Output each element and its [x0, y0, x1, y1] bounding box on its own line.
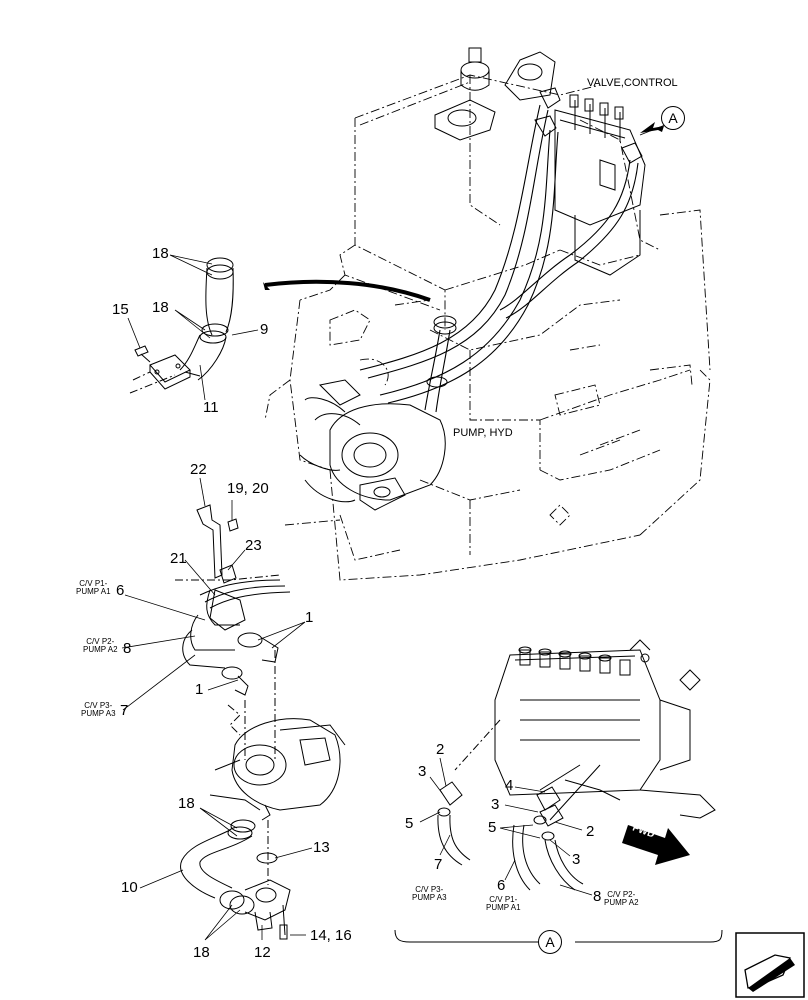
callout-8: 8 [593, 888, 602, 905]
suction-hose-assembly-top [129, 257, 234, 394]
tank-fittings [434, 47, 496, 141]
callout-14-16: 14, 16 [310, 927, 352, 944]
callout-21: 21 [170, 550, 187, 567]
next-page-arrow-icon[interactable] [735, 932, 805, 998]
callout-4: 4 [505, 777, 514, 794]
callout-1: 1 [195, 681, 204, 698]
leader-lines [121, 124, 666, 941]
caption-pump-hyd: PUMP, HYD [453, 427, 513, 439]
fwd-arrow-icon [622, 825, 690, 865]
machine-frame-phantom [264, 74, 711, 581]
port-label-p3: C/V P3- PUMP A3 [412, 885, 447, 903]
upper-elbow-fittings [534, 87, 643, 164]
control-valve-detail-a [454, 639, 716, 821]
callout-15: 15 [112, 301, 129, 318]
callout-5: 5 [405, 815, 414, 832]
callout-6: 6 [116, 582, 125, 599]
callout-6: 6 [497, 877, 506, 894]
callout-3: 3 [418, 763, 427, 780]
main-hoses [359, 104, 639, 413]
caption-valve-control: VALVE,CONTROL [587, 77, 678, 89]
callout-1: 1 [305, 609, 314, 626]
callout-3: 3 [572, 851, 581, 868]
callout-9: 9 [260, 321, 269, 338]
upper-clamps [426, 315, 457, 388]
hydraulic-pump-lower [209, 704, 346, 821]
callout-3: 3 [491, 796, 500, 813]
detail-a-hoses [437, 781, 584, 891]
view-marker-top: A [661, 106, 685, 130]
port-label-p2: C/V P2- PUMP A2 [604, 890, 639, 908]
callout-7: 7 [434, 856, 443, 873]
hydraulic-pump-upper [299, 379, 446, 511]
view-marker-bottom: A [538, 930, 562, 954]
callout-2: 2 [436, 741, 445, 758]
callout-5: 5 [488, 819, 497, 836]
callout-23: 23 [245, 537, 262, 554]
callout-7: 7 [120, 702, 129, 719]
callout-22: 22 [190, 461, 207, 478]
callout-2: 2 [586, 823, 595, 840]
callout-18: 18 [178, 795, 195, 812]
port-label-p1: C/V P1- PUMP A1 [486, 895, 521, 913]
callout-10: 10 [121, 879, 138, 896]
leader-swoosh [264, 279, 431, 302]
control-valve-upper [504, 51, 646, 276]
callout-12: 12 [254, 944, 271, 961]
callout-11: 11 [203, 399, 219, 416]
callout-18: 18 [193, 944, 210, 961]
view-a-bracket [394, 929, 723, 943]
port-label-p2: C/V P2- PUMP A2 [83, 637, 118, 655]
callout-18: 18 [152, 245, 169, 262]
suction-hose-lower [180, 819, 291, 940]
callout-8: 8 [123, 640, 132, 657]
callout-19-20: 19, 20 [227, 480, 269, 497]
port-label-p3: C/V P3- PUMP A3 [81, 701, 116, 719]
callout-18: 18 [152, 299, 169, 316]
port-label-p1: C/V P1- PUMP A1 [76, 579, 111, 597]
callout-13: 13 [313, 839, 330, 856]
view-a-arrow-icon [640, 122, 664, 133]
pump-hose-bracket-assembly [175, 504, 291, 760]
